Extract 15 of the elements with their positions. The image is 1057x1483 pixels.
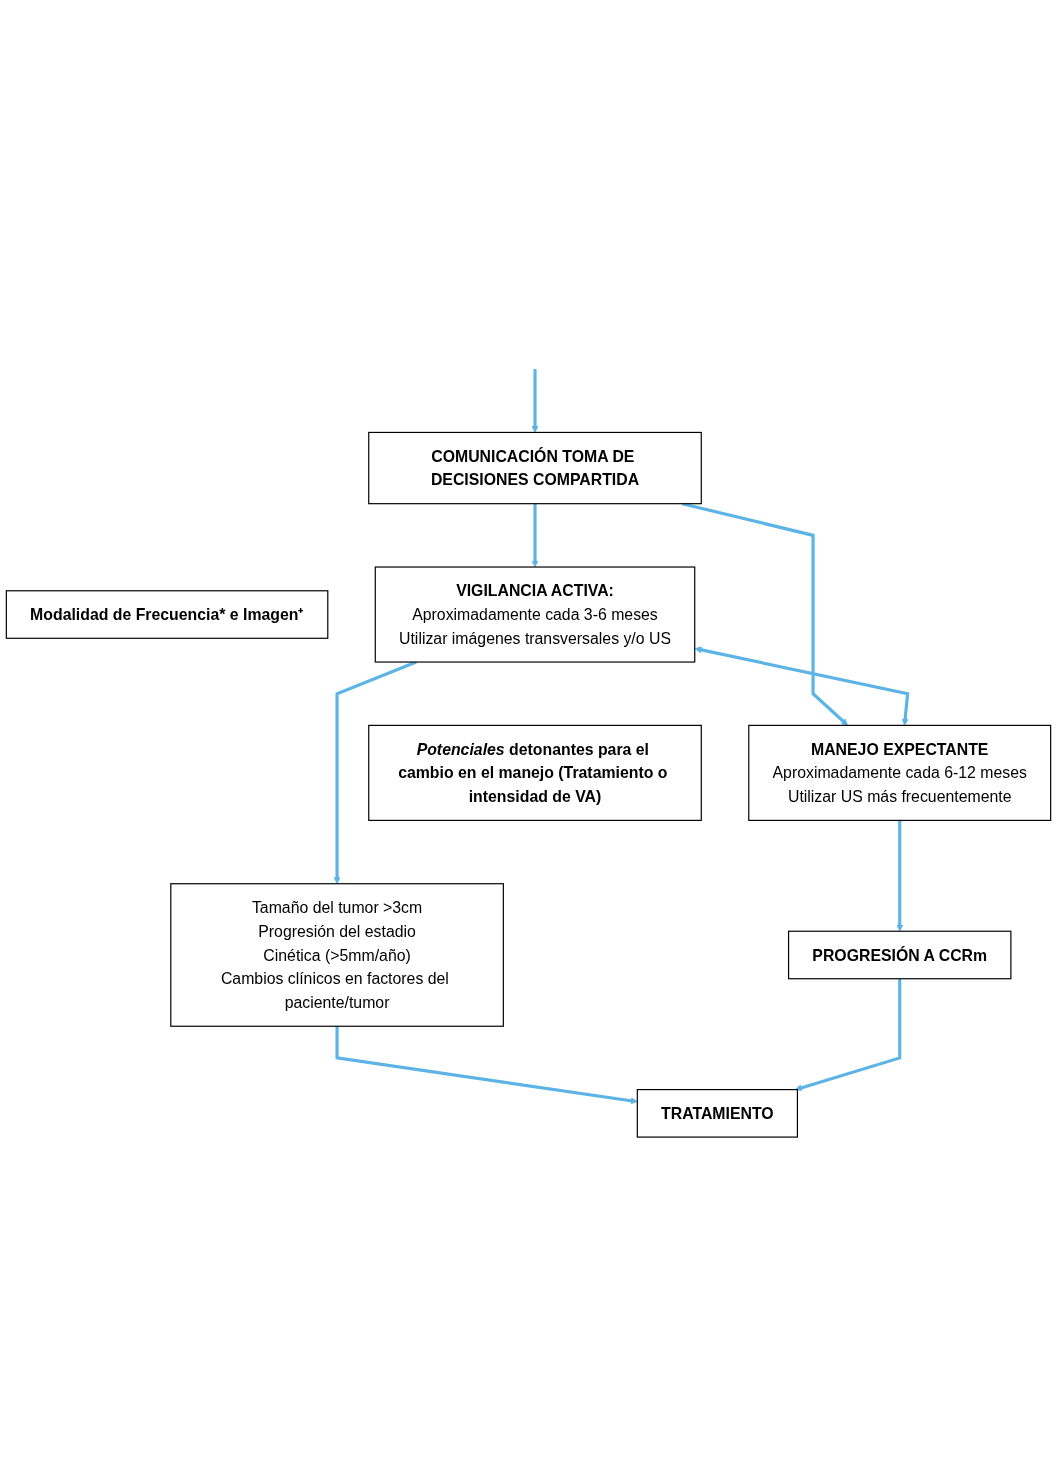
node-box: VIGILANCIA ACTIVA: Aproximadamente cada 3-6 meses Utilizar imágenes transversales y/o US bbox=[374, 566, 696, 663]
arrow bbox=[335, 1026, 638, 1105]
node-box: Tamaño del tumor >3cm Progresión del estadio Cinética (>5mm/año) Cambios clínicos en factores del paciente/tumor bbox=[170, 883, 504, 1028]
node-box: Modalidad de Frecuencia* e Imagen⁺ bbox=[5, 590, 329, 640]
node-box: PROGRESIÓN A CCRm bbox=[787, 930, 1012, 980]
arrow bbox=[694, 646, 910, 726]
node-box: TRATAMIENTO bbox=[636, 1089, 798, 1138]
node-box: MANEJO EXPECTANTE Aproximadamente cada 6-12 meses Utilizar US más frecuentemente bbox=[748, 725, 1052, 822]
arrow bbox=[681, 502, 849, 726]
node-box: Potenciales detonantes para el cambio en el manejo (Tratamiento o intensidad de VA) bbox=[368, 725, 702, 822]
arrow bbox=[531, 369, 539, 433]
node-box: COMUNICACIÓN TOMA DE DECISIONES COMPARTIDA bbox=[368, 432, 702, 505]
arrow bbox=[896, 820, 904, 932]
arrow bbox=[531, 503, 539, 568]
arrow bbox=[795, 979, 902, 1092]
